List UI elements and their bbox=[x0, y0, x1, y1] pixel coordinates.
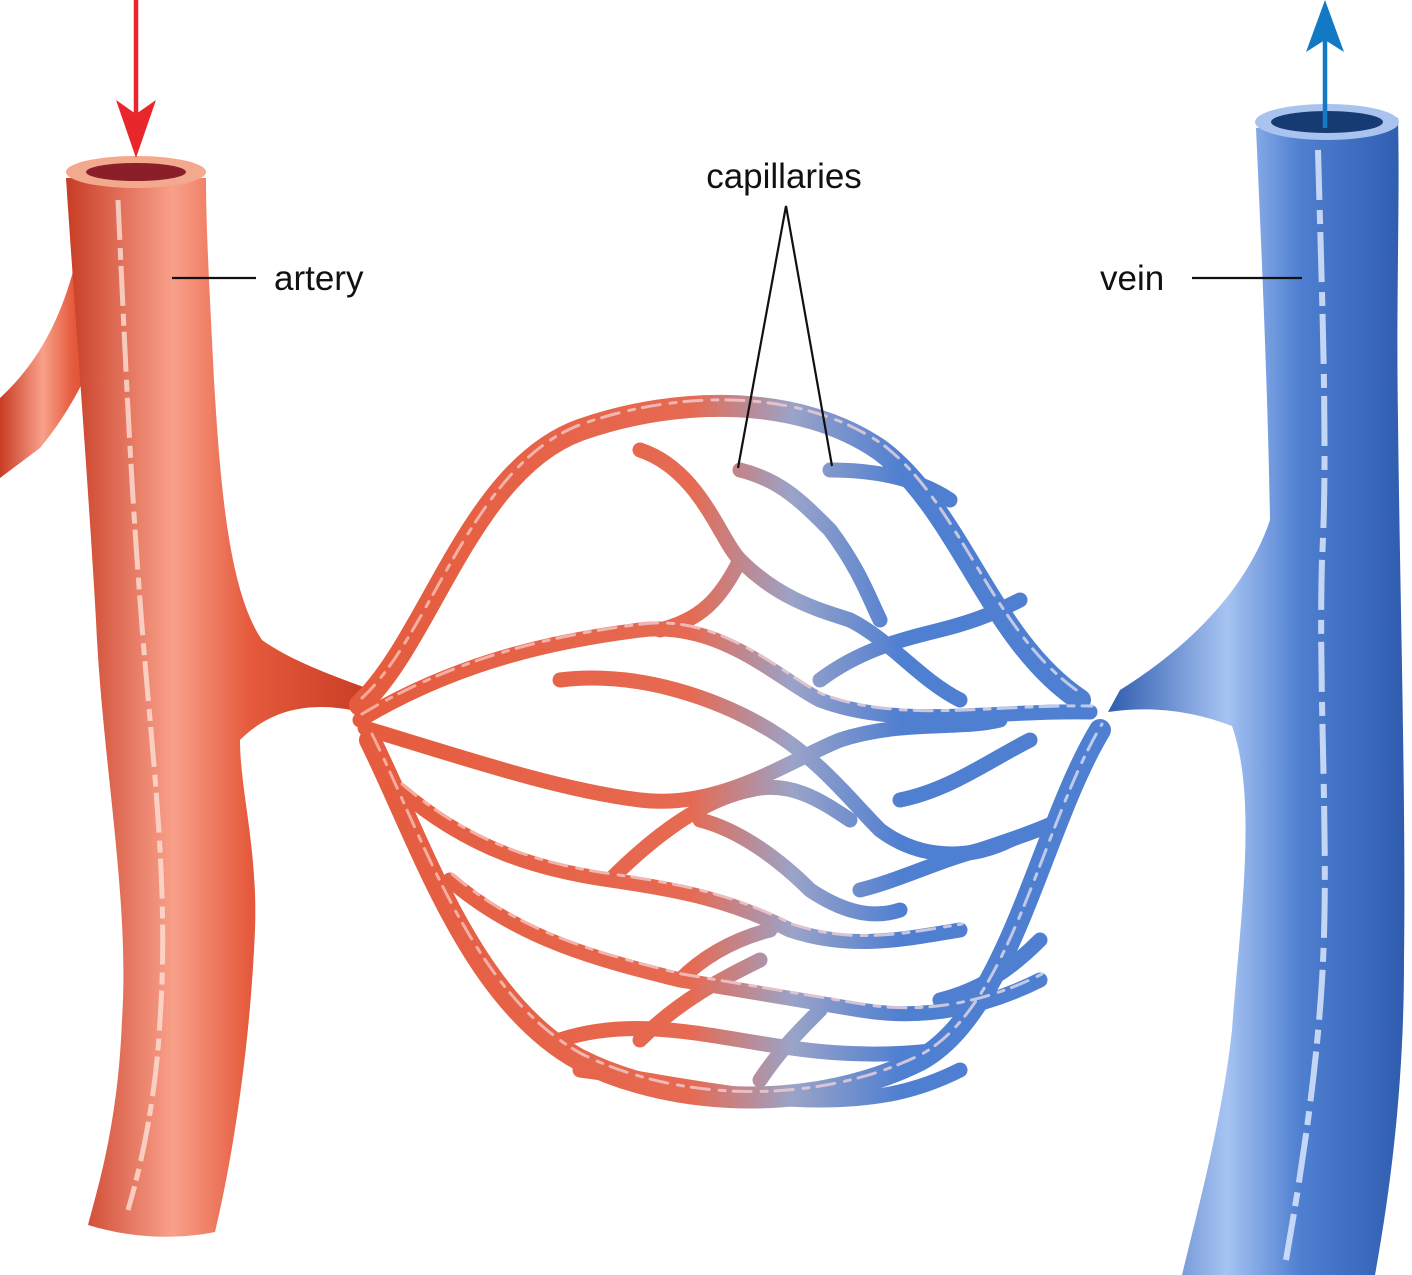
vein-trunk bbox=[1108, 118, 1405, 1275]
vein-label: vein bbox=[1100, 259, 1164, 298]
artery-trunk bbox=[66, 178, 372, 1237]
arrow-down-icon bbox=[116, 0, 156, 158]
artery-label: artery bbox=[274, 259, 364, 298]
capillary-bed bbox=[349, 394, 1111, 1109]
capillaries-label: capillaries bbox=[706, 157, 862, 196]
artery-vessel bbox=[0, 156, 372, 1237]
arrow-up-icon bbox=[1306, 0, 1344, 128]
capillaries-leader-lines bbox=[736, 205, 834, 469]
